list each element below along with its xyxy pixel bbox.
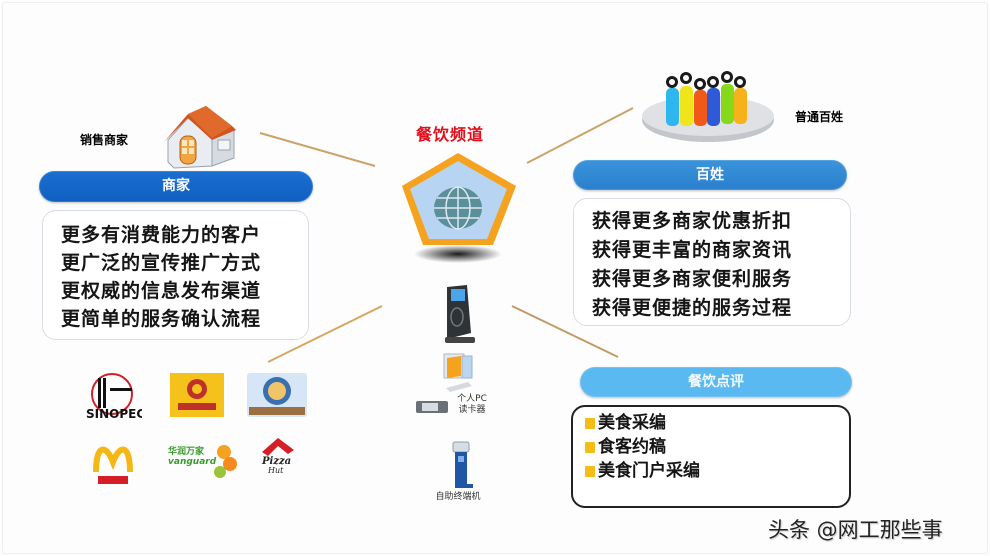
svg-text:Pizza: Pizza <box>261 456 291 467</box>
merchant-caption: 销售商家 <box>80 133 129 147</box>
bullet-square-icon <box>585 465 595 477</box>
merchant-bar: 商家 <box>39 171 313 202</box>
mcdonalds-logo <box>93 446 133 484</box>
review-item-label: 食客约稿 <box>598 437 666 457</box>
kiosk-icon <box>452 441 473 488</box>
public-benefit: 获得更多商家优惠折扣 <box>592 210 793 232</box>
globe-pentagon-icon <box>402 153 516 263</box>
pc-label: 个人PC <box>457 394 487 404</box>
merchant-benefits-box: 更多有消费能力的客户 更广泛的宣传推广方式 更权威的信息发布渠道 更简单的服务确… <box>42 210 309 340</box>
card-reader-icon <box>416 401 448 413</box>
public-benefit: 获得更多商家便利服务 <box>592 268 793 290</box>
merchant-benefit: 更权威的信息发布渠道 <box>61 280 262 302</box>
center-title: 餐饮频道 <box>416 125 485 144</box>
people-group-icon <box>642 71 774 142</box>
review-item: 美食门户采编 <box>585 459 849 483</box>
merchant-benefit: 更简单的服务确认流程 <box>61 308 262 330</box>
review-item: 食客约稿 <box>585 435 849 459</box>
kiosk-label: 自助终端机 <box>435 492 481 502</box>
sinopec-logo: SINOPEC <box>86 373 142 421</box>
public-caption: 普通百姓 <box>795 110 844 124</box>
bullet-square-icon <box>585 417 595 429</box>
card-terminal-icon <box>445 285 475 343</box>
public-benefit: 获得更便捷的服务过程 <box>592 297 793 319</box>
pizza-hut-logo: Pizza Hut <box>261 438 294 475</box>
public-benefit: 获得更丰富的商家资讯 <box>592 239 793 261</box>
bullet-square-icon <box>585 441 595 453</box>
merchant-benefit: 更广泛的宣传推广方式 <box>61 252 262 274</box>
yellow-restaurant-logo <box>170 373 224 417</box>
review-box: 美食采编 食客约稿 美食门户采编 <box>571 405 851 508</box>
svg-text:Hut: Hut <box>267 466 284 475</box>
svg-text:vanguard: vanguard <box>168 457 217 467</box>
review-item-label: 美食采编 <box>598 413 666 433</box>
review-item: 美食采编 <box>585 411 849 435</box>
review-item-label: 美食门户采编 <box>598 461 700 481</box>
watermark: 头条 @网工那些事 <box>768 518 943 542</box>
svg-text:SINOPEC: SINOPEC <box>86 407 142 421</box>
blue-emblem-logo <box>247 373 307 417</box>
merchant-benefit: 更多有消费能力的客户 <box>61 224 262 246</box>
review-bar: 餐饮点评 <box>580 367 852 397</box>
vanguard-logo: 华润万家 vanguard <box>168 445 237 478</box>
public-benefits-box: 获得更多商家优惠折扣 获得更丰富的商家资讯 获得更多商家便利服务 获得更便捷的服… <box>573 198 851 326</box>
public-bar: 百姓 <box>573 160 847 190</box>
card-reader-label: 读卡器 <box>458 405 486 415</box>
pc-icon <box>443 353 473 392</box>
svg-text:华润万家: 华润万家 <box>168 445 205 457</box>
house-icon <box>164 106 236 169</box>
pc-card-reader-label: 个人PC 读卡器 <box>452 394 492 416</box>
